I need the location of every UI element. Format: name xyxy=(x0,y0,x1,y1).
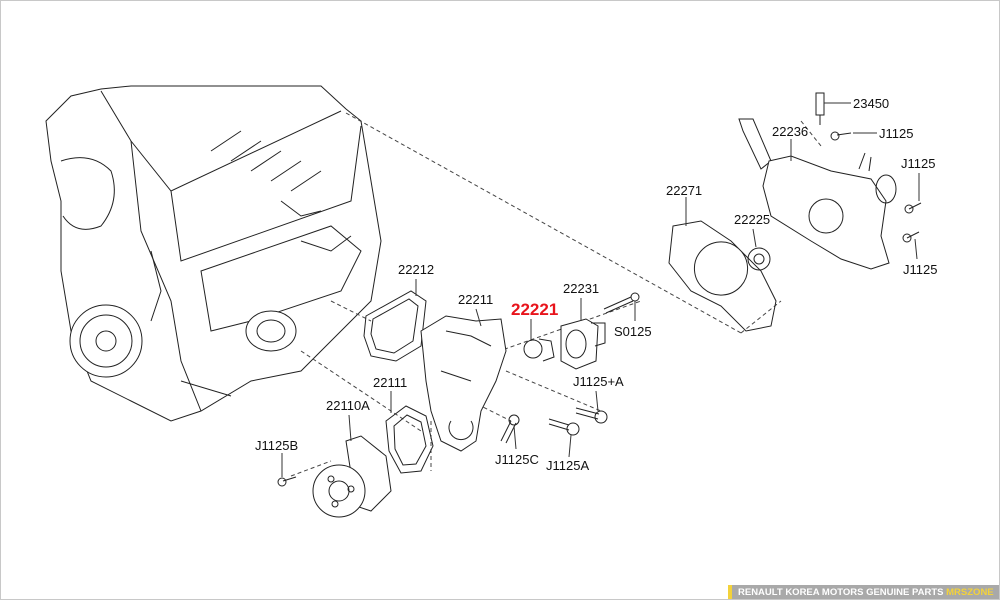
thermostat-housing-22236 xyxy=(738,118,897,270)
watermark-text: RENAULT KOREA MOTORS GENUINE PARTS xyxy=(738,587,944,598)
callout-j1125[interactable]: J1125 xyxy=(901,156,936,171)
callout-22271[interactable]: 22271 xyxy=(666,183,703,198)
gasket-22212 xyxy=(363,290,427,362)
housing-detail xyxy=(440,330,492,441)
water-pump-22110a xyxy=(312,435,392,518)
gasket-22111 xyxy=(385,405,434,474)
callout-22111[interactable]: 22111 xyxy=(373,375,408,390)
watermark-banner: RENAULT KOREA MOTORS GENUINE PARTS MRSZO… xyxy=(728,585,999,599)
callout-j1125[interactable]: J1125 xyxy=(879,126,914,141)
leader-lines xyxy=(281,102,920,477)
thermostat-cover-22231 xyxy=(560,318,606,370)
callout-22110a[interactable]: 22110A xyxy=(326,398,370,413)
callout-22212[interactable]: 22212 xyxy=(398,262,435,277)
bolts xyxy=(277,92,922,487)
callout-j1125b[interactable]: J1125B xyxy=(255,438,299,453)
watermark-brand: MRSZONE xyxy=(946,587,994,598)
callout-22211[interactable]: 22211 xyxy=(458,292,494,307)
water-pump-housing-22211 xyxy=(420,315,507,452)
engine-assembly xyxy=(45,85,382,422)
callout-22231[interactable]: 22231 xyxy=(563,281,600,296)
callout-j1125[interactable]: J1125 xyxy=(903,262,938,277)
callout-j1125-plus-a[interactable]: J1125+A xyxy=(573,374,624,389)
callout-23450[interactable]: 23450 xyxy=(853,96,890,111)
thermostat-22225 xyxy=(747,247,771,271)
thermostat-22221 xyxy=(523,338,555,362)
gasket-22271 xyxy=(668,220,777,332)
callout-j1125c[interactable]: J1125C xyxy=(495,452,539,467)
callout-22236[interactable]: 22236 xyxy=(772,124,809,139)
callout-22225[interactable]: 22225 xyxy=(734,212,771,227)
callout-22221-highlighted[interactable]: 22221 xyxy=(511,300,559,319)
callout-j1125a[interactable]: J1125A xyxy=(546,458,590,473)
callout-s0125[interactable]: S0125 xyxy=(614,324,652,339)
